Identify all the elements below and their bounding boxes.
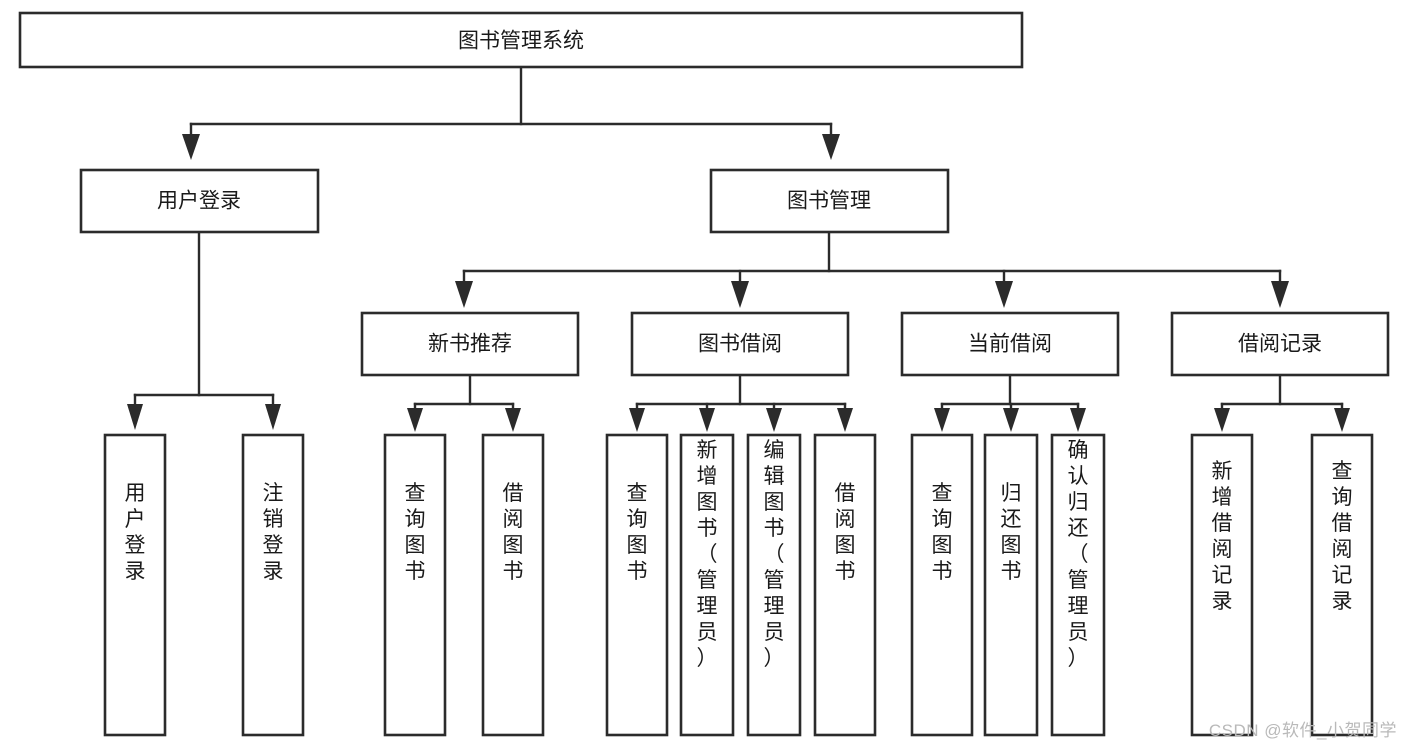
leaf-node-return-book[interactable]: 归还图书 bbox=[983, 433, 1039, 737]
leaf-borrow-book-1-box[interactable] bbox=[481, 433, 545, 737]
leaf-node-query-record[interactable]: 查询借阅记录 bbox=[1310, 433, 1374, 737]
node-user-login[interactable]: 用户登录 bbox=[79, 168, 320, 234]
arrow-head-icon bbox=[995, 281, 1013, 308]
node-borrow-record[interactable]: 借阅记录 bbox=[1170, 311, 1390, 377]
node-new-book-recommend-label: 新书推荐 bbox=[428, 333, 512, 356]
leaf-add-record-box[interactable] bbox=[1190, 433, 1254, 737]
connector-group-root bbox=[182, 65, 840, 160]
node-user-login-label: 用户登录 bbox=[157, 190, 241, 213]
arrow-head-icon bbox=[837, 408, 853, 432]
leaf-edit-book-box[interactable] bbox=[746, 433, 802, 737]
node-new-book-recommend-box[interactable] bbox=[360, 311, 580, 377]
leaf-add-book-box[interactable] bbox=[679, 433, 735, 737]
leaf-node-borrow-book-2[interactable]: 借阅图书 bbox=[813, 433, 877, 737]
arrow-head-icon bbox=[407, 408, 423, 432]
leaf-query-book-2-box[interactable] bbox=[605, 433, 669, 737]
node-new-book-recommend[interactable]: 新书推荐 bbox=[360, 311, 580, 377]
arrow-head-icon bbox=[629, 408, 645, 432]
node-book-borrow-box[interactable] bbox=[630, 311, 850, 377]
leaf-node-query-book-3[interactable]: 查询图书 bbox=[910, 433, 974, 737]
arrow-head-icon bbox=[1271, 281, 1289, 308]
leaf-logout-label: 注销登录 bbox=[263, 482, 284, 583]
leaf-node-add-record[interactable]: 新增借阅记录 bbox=[1190, 433, 1254, 737]
node-book-manage-label: 图书管理 bbox=[787, 190, 871, 213]
leaf-return-book-box[interactable] bbox=[983, 433, 1039, 737]
node-current-borrow-box[interactable] bbox=[900, 311, 1120, 377]
arrow-head-icon bbox=[766, 408, 782, 432]
connector-group-book-manage bbox=[455, 230, 1289, 308]
arrow-head-icon bbox=[699, 408, 715, 432]
arrow-head-icon bbox=[731, 281, 749, 308]
leaf-edit-book-label: 编辑图书（管理员） bbox=[764, 439, 785, 670]
csdn-watermark: CSDN @软件_小贺同学 bbox=[1208, 721, 1397, 740]
leaf-query-book-1-box[interactable] bbox=[383, 433, 447, 737]
arrow-head-icon bbox=[265, 404, 281, 430]
arrow-head-icon bbox=[934, 408, 950, 432]
arrow-head-icon bbox=[127, 404, 143, 430]
leaf-query-book-2-label: 查询图书 bbox=[627, 482, 648, 583]
leaf-node-edit-book[interactable]: 编辑图书（管理员） bbox=[746, 433, 802, 737]
connector-group-user-login bbox=[127, 230, 281, 430]
connector-group-new-book-recommend bbox=[407, 373, 521, 432]
arrow-head-icon bbox=[1214, 408, 1230, 432]
leaf-add-book-label: 新增图书（管理员） bbox=[697, 439, 718, 670]
connector-group-book-borrow bbox=[629, 373, 853, 432]
node-borrow-record-label: 借阅记录 bbox=[1238, 333, 1322, 356]
node-root-label: 图书管理系统 bbox=[458, 30, 584, 53]
leaf-node-query-book-1[interactable]: 查询图书 bbox=[383, 433, 447, 737]
leaf-add-record-label: 新增借阅记录 bbox=[1212, 460, 1233, 613]
node-current-borrow[interactable]: 当前借阅 bbox=[900, 311, 1120, 377]
arrow-head-icon bbox=[505, 408, 521, 432]
node-borrow-record-box[interactable] bbox=[1170, 311, 1390, 377]
leaf-borrow-book-2-label: 借阅图书 bbox=[835, 482, 856, 583]
leaf-node-add-book[interactable]: 新增图书（管理员） bbox=[679, 433, 735, 737]
leaf-node-logout[interactable]: 注销登录 bbox=[241, 433, 305, 737]
leaf-user-login-box[interactable] bbox=[103, 433, 167, 737]
connector-group-current-borrow bbox=[934, 373, 1086, 432]
node-book-borrow[interactable]: 图书借阅 bbox=[630, 311, 850, 377]
leaf-borrow-book-1-label: 借阅图书 bbox=[503, 482, 524, 583]
connector-group-borrow-record bbox=[1214, 373, 1350, 432]
leaf-user-login-label: 用户登录 bbox=[125, 482, 146, 583]
leaf-confirm-return-box[interactable] bbox=[1050, 433, 1106, 737]
leaf-query-book-1-label: 查询图书 bbox=[405, 482, 426, 583]
leaf-node-confirm-return[interactable]: 确认归还（管理员） bbox=[1050, 433, 1106, 737]
arrow-head-icon bbox=[1003, 408, 1019, 432]
leaf-query-record-label: 查询借阅记录 bbox=[1332, 460, 1353, 613]
leaf-logout-box[interactable] bbox=[241, 433, 305, 737]
leaf-borrow-book-2-box[interactable] bbox=[813, 433, 877, 737]
arrow-head-icon bbox=[182, 134, 200, 160]
arrow-head-icon bbox=[455, 281, 473, 308]
leaf-node-user-login[interactable]: 用户登录 bbox=[103, 433, 167, 737]
leaf-query-book-3-box[interactable] bbox=[910, 433, 974, 737]
node-root[interactable]: 图书管理系统 bbox=[18, 11, 1024, 69]
node-root-box[interactable] bbox=[18, 11, 1024, 69]
node-current-borrow-label: 当前借阅 bbox=[968, 333, 1052, 356]
leaf-query-record-box[interactable] bbox=[1310, 433, 1374, 737]
leaf-node-query-book-2[interactable]: 查询图书 bbox=[605, 433, 669, 737]
arrow-head-icon bbox=[1334, 408, 1350, 432]
node-user-login-box[interactable] bbox=[79, 168, 320, 234]
node-book-manage[interactable]: 图书管理 bbox=[709, 168, 950, 234]
arrow-head-icon bbox=[1070, 408, 1086, 432]
leaf-confirm-return-label: 确认归还（管理员） bbox=[1068, 439, 1089, 670]
leaf-query-book-3-label: 查询图书 bbox=[932, 482, 953, 583]
node-book-borrow-label: 图书借阅 bbox=[698, 333, 782, 356]
arrow-head-icon bbox=[822, 134, 840, 160]
node-book-manage-box[interactable] bbox=[709, 168, 950, 234]
leaf-return-book-label: 归还图书 bbox=[1001, 482, 1022, 583]
leaf-node-borrow-book-1[interactable]: 借阅图书 bbox=[481, 433, 545, 737]
